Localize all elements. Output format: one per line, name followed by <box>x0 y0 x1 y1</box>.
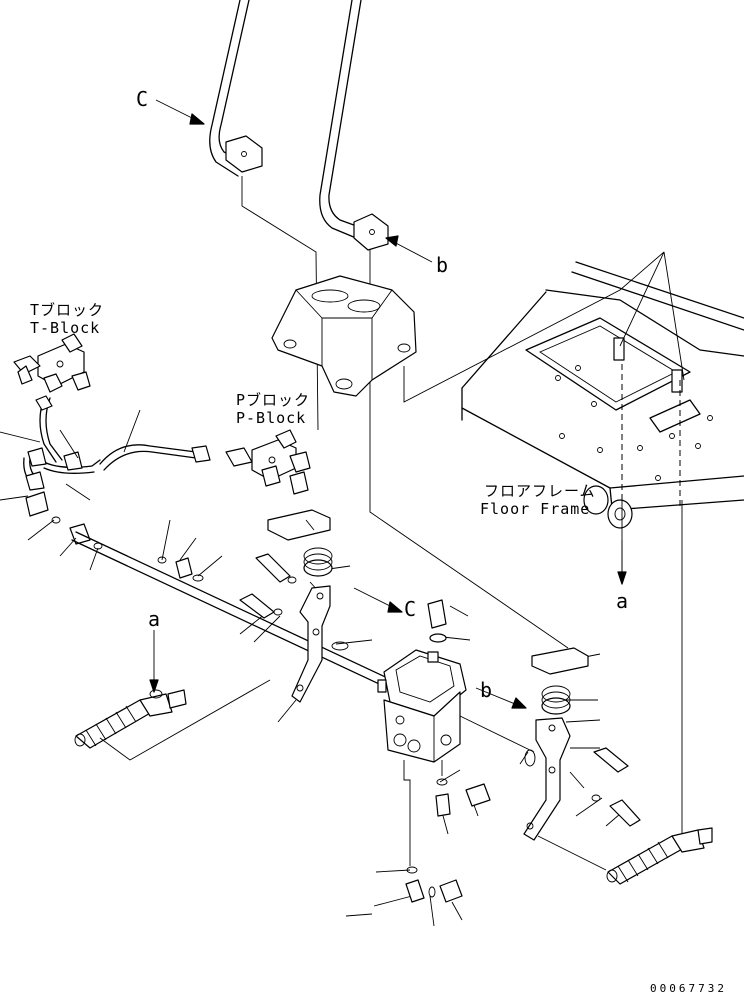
hoses <box>23 395 211 491</box>
center-parts <box>239 509 349 703</box>
ref-b-top: b <box>436 253 448 277</box>
p-block-jp-label: Pブロック <box>236 391 310 409</box>
floor-frame <box>461 261 744 529</box>
right-lever <box>319 0 389 251</box>
lever-boot <box>271 275 417 397</box>
ref-a-right: a <box>616 589 628 613</box>
ref-a-left: a <box>148 607 160 631</box>
leader-line <box>663 251 685 381</box>
ref-c-mid: C <box>404 597 416 621</box>
right-parts <box>427 599 641 841</box>
leader-line <box>459 715 535 753</box>
leader-line <box>403 760 411 866</box>
t-block <box>13 333 91 393</box>
rod <box>71 539 393 691</box>
floor-frame-jp-label: フロアフレーム <box>484 482 596 500</box>
fittings-left <box>25 491 204 582</box>
leader-line <box>403 251 665 403</box>
right-spring <box>606 827 713 885</box>
p-block-en-label: P-Block <box>236 409 306 427</box>
left-spring <box>74 689 187 749</box>
t-block-en-label: T-Block <box>30 319 100 337</box>
p-block <box>225 429 311 495</box>
leader-line <box>537 835 607 871</box>
ref-b-mid: b <box>480 678 492 702</box>
t-block-jp-label: Tブロック <box>30 301 104 319</box>
valve-fittings <box>405 778 491 903</box>
ref-c-top: C <box>136 87 148 111</box>
rod <box>75 531 397 683</box>
pilot-valve <box>377 649 467 763</box>
left-lever <box>209 0 263 177</box>
drawing-number: 00067732 <box>650 982 727 995</box>
floor-frame-en-label: Floor Frame <box>480 500 590 518</box>
leader-line <box>99 679 271 761</box>
